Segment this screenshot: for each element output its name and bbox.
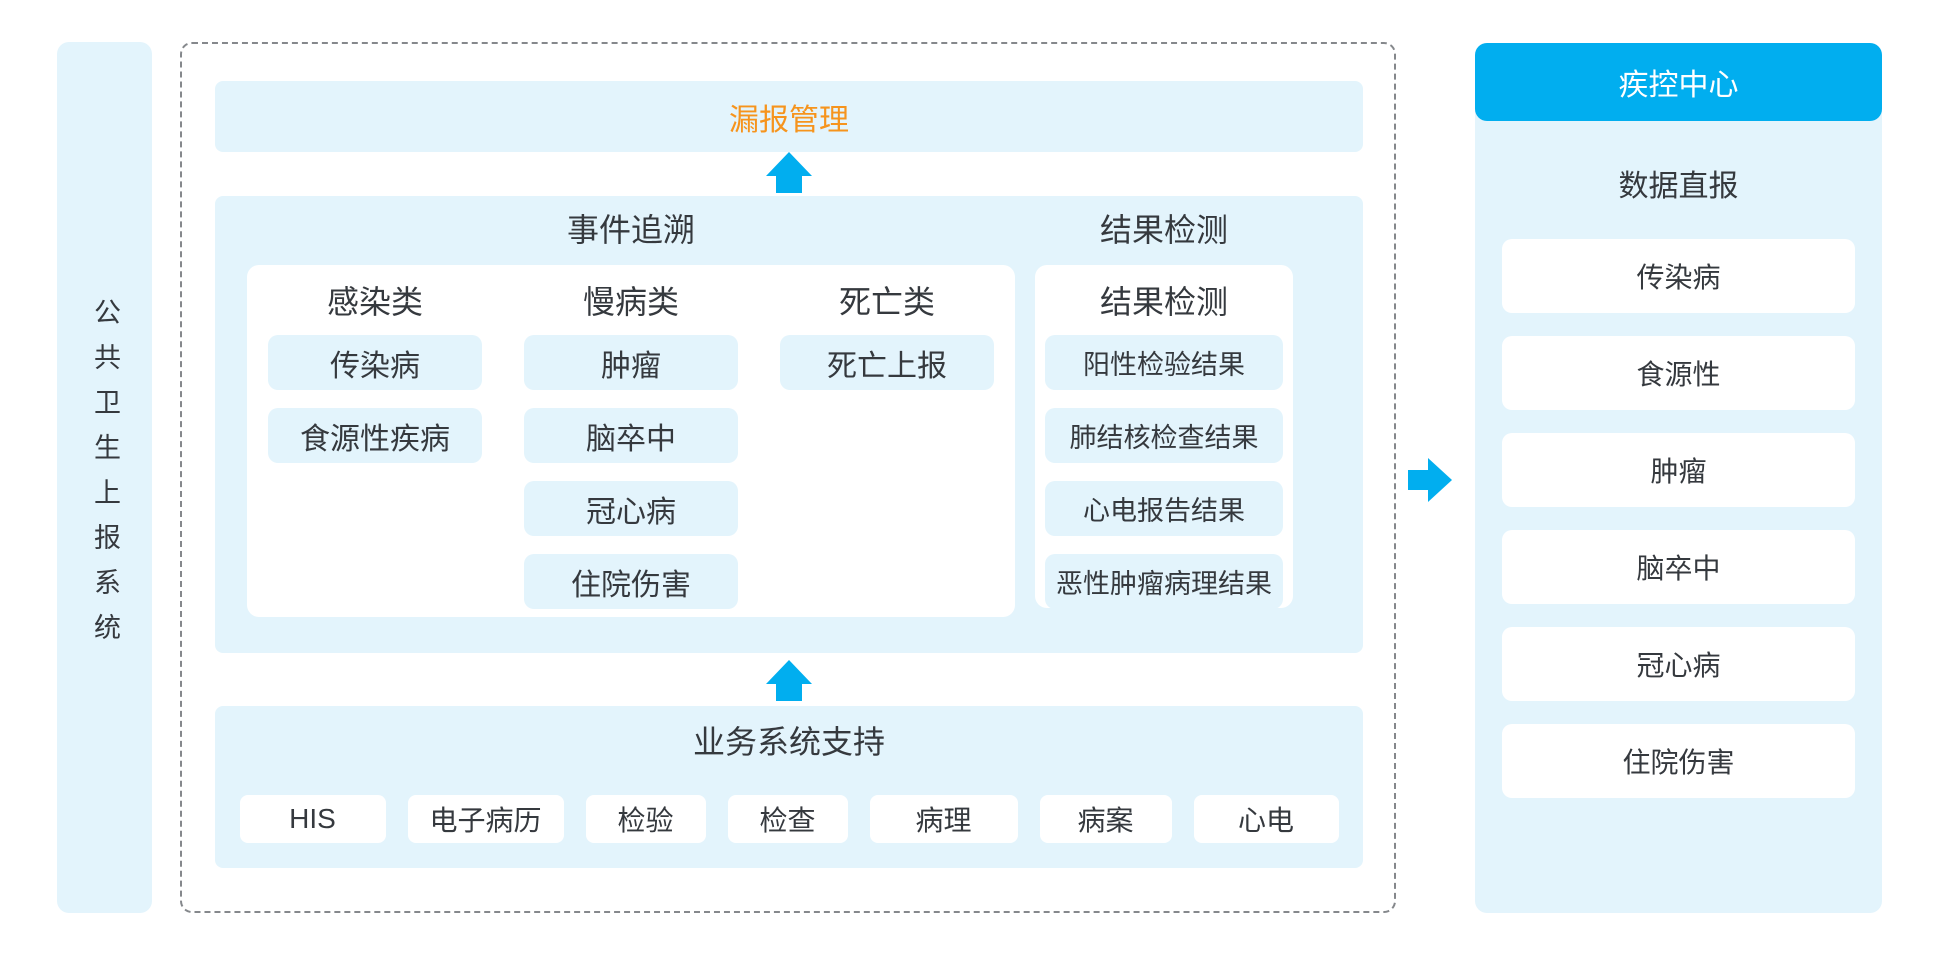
right-arrow-icon [1408, 458, 1452, 502]
column-header-infection: 感染类 [326, 284, 423, 320]
right-arrow-shaft [1408, 470, 1428, 490]
business-support-title: 业务系统支持 [692, 724, 885, 760]
result-check-card-header: 结果检测 [1099, 284, 1228, 320]
up-arrow-head [766, 660, 812, 684]
column-header-death: 死亡类 [838, 284, 935, 320]
cdc-header: 疾控中心 [1475, 43, 1882, 121]
chip-positive-test-result: 阳性检验结果 [1045, 335, 1283, 390]
chip-tumor: 肿瘤 [524, 335, 738, 390]
chip-stroke: 脑卒中 [524, 408, 738, 463]
chip-ecg-report-result: 心电报告结果 [1045, 481, 1283, 536]
system-box-ecg: 心电 [1193, 795, 1339, 843]
cdc-item-foodborne: 食源性 [1502, 336, 1855, 410]
right-arrow-head [1428, 458, 1452, 502]
event-trace-title: 事件追溯 [566, 212, 695, 248]
missed-report-label: 漏报管理 [729, 103, 849, 137]
business-system-row: HIS 电子病历 检验 检查 病理 病案 心电 [215, 795, 1363, 843]
event-trace-card: 感染类 慢病类 死亡类 传染病 食源性疾病 肿瘤 脑卒中 冠心病 住院伤害 死亡… [247, 265, 1015, 617]
cdc-header-label: 疾控中心 [1618, 69, 1739, 102]
up-arrow-shaft [776, 684, 802, 701]
cdc-item-coronary-disease: 冠心病 [1502, 627, 1855, 701]
up-arrow-icon [766, 152, 812, 193]
result-check-card: 结果检测 阳性检验结果 肺结核检查结果 心电报告结果 恶性肿瘤病理结果 [1035, 265, 1293, 609]
chip-tb-exam-result: 肺结核检查结果 [1045, 408, 1283, 463]
up-arrow-shaft [776, 176, 802, 193]
direct-report-subtitle: 数据直报 [1618, 170, 1739, 203]
system-box-pathology: 病理 [869, 795, 1018, 843]
column-header-chronic: 慢病类 [582, 284, 679, 320]
chip-hospital-injury: 住院伤害 [524, 554, 738, 609]
result-check-title: 结果检测 [1099, 212, 1228, 248]
cdc-item-hospital-injury: 住院伤害 [1502, 724, 1855, 798]
cdc-panel: 疾控中心 数据直报 传染病 食源性 肿瘤 脑卒中 冠心病 住院伤害 [1475, 43, 1882, 913]
trace-and-result-section: 事件追溯 结果检测 感染类 慢病类 死亡类 传染病 食源性疾病 肿瘤 脑卒中 冠… [215, 196, 1363, 653]
chip-infectious-disease: 传染病 [268, 335, 482, 390]
chip-coronary-disease: 冠心病 [524, 481, 738, 536]
system-box-lab: 检验 [585, 795, 706, 843]
chip-foodborne-disease: 食源性疾病 [268, 408, 482, 463]
hospital-system-boundary: 漏报管理 事件追溯 结果检测 感染类 慢病类 死亡类 传染病 食源性疾病 肿瘤 … [180, 42, 1396, 913]
public-health-system-bar: 公共卫生上报系统 [57, 42, 152, 913]
up-arrow-head [766, 152, 812, 176]
missed-report-bar: 漏报管理 [215, 81, 1363, 152]
cdc-item-stroke: 脑卒中 [1502, 530, 1855, 604]
system-box-his: HIS [239, 795, 386, 843]
system-box-exam: 检查 [727, 795, 848, 843]
cdc-item-tumor: 肿瘤 [1502, 433, 1855, 507]
business-support-section: 业务系统支持 HIS 电子病历 检验 检查 病理 病案 心电 [215, 706, 1363, 868]
system-box-medical-record: 病案 [1039, 795, 1172, 843]
cdc-item-infectious-disease: 传染病 [1502, 239, 1855, 313]
chip-death-report: 死亡上报 [780, 335, 994, 390]
public-health-system-label: 公共卫生上报系统 [90, 297, 120, 658]
up-arrow-icon [766, 660, 812, 701]
system-box-emr: 电子病历 [407, 795, 564, 843]
chip-malignant-tumor-pathology-result: 恶性肿瘤病理结果 [1045, 554, 1283, 609]
